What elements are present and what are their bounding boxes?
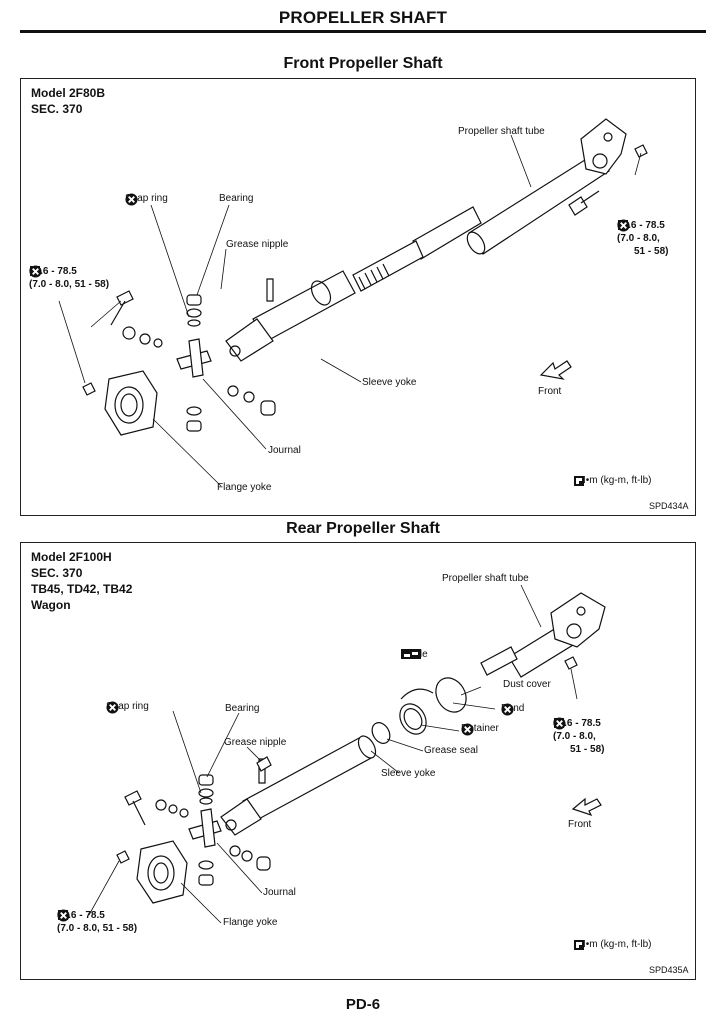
torque-wrench-icon [574,476,584,486]
title-rule [20,30,706,33]
rear-label-snap-ring: Snap ring [106,701,149,712]
front-torque-left-line2: (7.0 - 8.0, 51 - 58) [29,279,110,290]
front-model-block: Model 2F80B SEC. 370 [31,85,105,117]
front-torque-spec-right: 68.6 - 78.5 (7.0 - 8.0, 51 - 58) [617,219,668,258]
front-torque-legend: : N•m (kg-m, ft-lb) [573,475,652,486]
rear-label-band-group: Band [501,703,524,716]
front-label-propeller-shaft-tube: Propeller shaft tube [458,126,545,137]
front-rear-flange-shape [580,118,627,175]
replace-part-icon [617,219,630,232]
inside-marker-icon [401,649,421,659]
rear-torque-spec-left: 68.6 - 78.5 (7.0 - 8.0, 51 - 58) [57,909,137,935]
rear-direction-arrow [571,797,602,817]
front-label-sleeve-yoke: Sleeve yoke [362,377,417,388]
front-torque-right-line3: 51 - 58) [634,246,669,257]
front-figure-code: SPD434A [649,501,689,511]
rear-torque-legend: : N•m (kg-m, ft-lb) [573,939,652,950]
front-label-journal: Journal [268,445,301,456]
rear-label-snap-ring-group: Snap ring [106,701,149,714]
rear-label-inside-group: Inside [401,649,428,660]
front-section-title: Front Propeller Shaft [283,55,443,72]
rear-torque-right-line3: 51 - 58) [570,744,605,755]
page-title: PROPELLER SHAFT [278,8,448,27]
rear-label-grease-nipple: Grease nipple [224,737,287,748]
replace-part-icon [106,701,119,714]
page-number: PD-6 [345,996,381,1013]
front-spline-shaft-shape [352,240,424,292]
replace-part-icon [57,909,70,922]
front-torque-right-line1: 68.6 - 78.5 [617,220,665,231]
rear-model-line: TB45, TD42, TB42 [31,582,133,596]
front-torque-left-line1: 68.6 - 78.5 [29,266,77,277]
rear-label-journal: Journal [263,887,296,898]
rear-figure-code: SPD435A [649,965,689,975]
rear-rear-flange-shape [550,592,606,648]
rear-diagram-panel: Model 2F100H SEC. 370 TB45, TD42, TB42 W… [20,542,696,980]
front-label-grease-nipple: Grease nipple [226,239,289,250]
front-diagram-panel: Model 2F80B SEC. 370 Propeller shaft tub… [20,78,696,516]
rear-label-retainer-group: Retainer [461,723,499,736]
rear-label-sleeve-yoke: Sleeve yoke [381,768,436,779]
rear-label-bearing: Bearing [225,703,260,714]
front-label-bearing: Bearing [219,193,254,204]
torque-wrench-icon [574,940,584,950]
front-torque-right-line2: (7.0 - 8.0, [617,233,660,244]
replace-part-icon [501,703,514,716]
rear-model-line: Wagon [31,598,71,612]
replace-part-icon [461,723,474,736]
rear-label-propeller-shaft-tube: Propeller shaft tube [442,573,529,584]
front-direction-arrow [539,360,572,380]
rear-model-block: Model 2F100H SEC. 370 TB45, TD42, TB42 W… [31,549,132,613]
rear-torque-spec-right: 68.6 - 78.5 (7.0 - 8.0, 51 - 58) [553,717,604,756]
rear-exploded-diagram [88,584,606,924]
rear-legend-text: : N•m (kg-m, ft-lb) [573,939,652,950]
rear-torque-right-line2: (7.0 - 8.0, [553,731,596,742]
front-torque-spec-left: 68.6 - 78.5 (7.0 - 8.0, 51 - 58) [29,265,109,291]
rear-label-front: Front [568,819,592,830]
front-label-snap-ring: Snap ring [125,193,168,204]
front-legend-text: : N•m (kg-m, ft-lb) [573,475,652,486]
replace-part-icon [29,265,42,278]
front-model-line: Model 2F80B [31,86,106,100]
front-label-snap-ring-group: Snap ring [125,193,168,206]
rear-torque-left-line1: 68.6 - 78.5 [57,910,105,921]
rear-label-grease-seal: Grease seal [424,745,478,756]
rear-model-line: Model 2F100H [31,550,112,564]
rear-label-dust-cover: Dust cover [503,679,551,690]
replace-part-icon [125,193,138,206]
front-model-line: SEC. 370 [31,102,83,116]
rear-section-title: Rear Propeller Shaft [286,520,440,537]
rear-torque-left-line2: (7.0 - 8.0, 51 - 58) [57,923,138,934]
front-label-front: Front [538,386,562,397]
front-label-flange-yoke: Flange yoke [217,482,272,493]
rear-torque-right-line1: 68.6 - 78.5 [553,718,601,729]
replace-part-icon [553,717,566,730]
rear-label-flange-yoke: Flange yoke [223,917,278,928]
rear-label-retainer: Retainer [461,723,499,734]
rear-dust-cover-shape [435,677,467,713]
front-exploded-diagram [58,118,648,487]
rear-model-line: SEC. 370 [31,566,83,580]
